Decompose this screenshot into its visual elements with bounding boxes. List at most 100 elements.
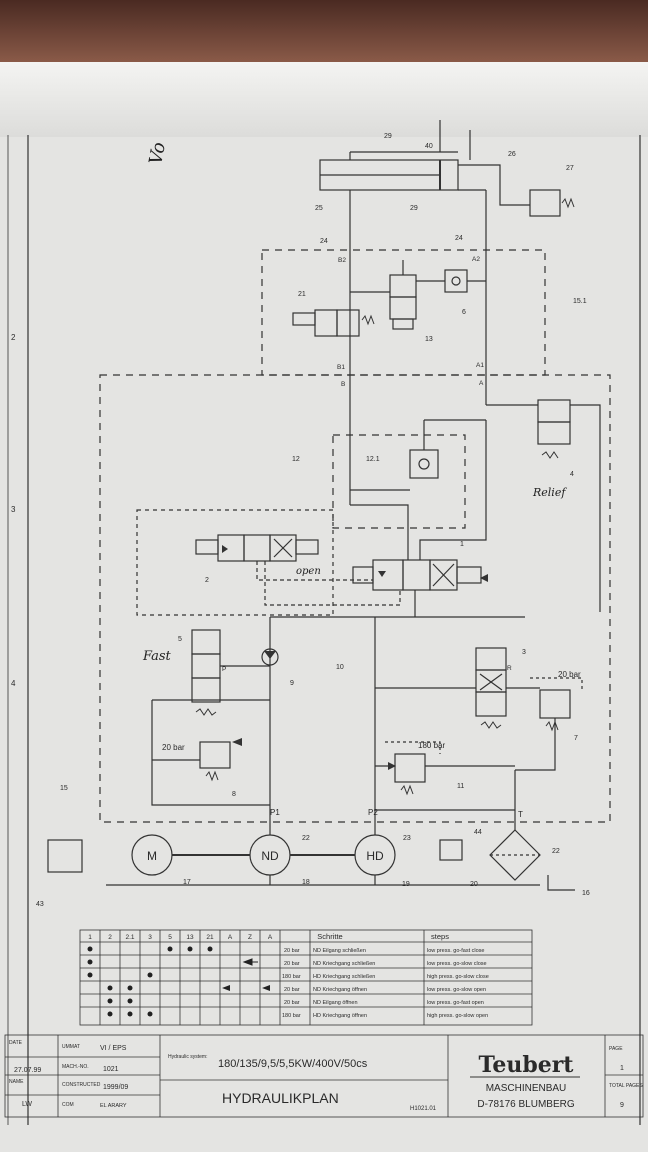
port-p: P [222,666,226,673]
paper-sheet [0,62,648,1152]
title-block-frame [4,1034,644,1118]
table-mark [87,959,93,965]
table-arrow [222,985,230,991]
relief-valve-4-top [537,399,571,423]
table-row-pressure: 20 bar [284,948,300,954]
label-17: 17 [183,879,191,886]
label-6: 6 [462,309,466,316]
label-9: 9 [290,680,294,687]
table-col-a2: A [268,934,273,941]
pump-nd-label: ND [261,849,279,863]
component-43 [47,839,83,873]
valve-21-solenoid [292,312,316,326]
tb-total: 9 [620,1102,624,1109]
line-relief-8-loop [151,700,270,806]
table-row-pressure: 20 bar [284,961,300,967]
company-logo: Teubert [479,1052,575,1078]
tb-constructed-label: CONSTRUCTED [62,1082,101,1088]
spring-valve-3 [480,721,502,729]
table-mark [107,998,113,1004]
label-15-1: 15.1 [573,298,587,305]
valve-2-left [217,534,245,562]
table-mark [107,985,113,991]
valve-2-solenoid-left [195,539,219,555]
table-row-schritt: ND Kriechgang öffnen [313,987,367,993]
handwritten-fast: Fast [142,649,172,664]
table-mark [87,946,93,952]
table-row-step: low press. go-slow close [427,961,487,967]
pressure-switch-27 [529,189,561,217]
spring-valve-5 [195,708,217,716]
table-header-steps: steps [431,932,449,941]
tb-date-label: DATE [9,1040,23,1046]
table-col-z: Z [248,934,252,941]
label-22b: 22 [552,848,560,855]
spring-valve-21 [361,314,375,326]
table-row-schritt: HD Kriechgang schließen [313,974,375,980]
port-a: A [479,380,484,387]
label-4: 4 [570,471,574,478]
check-valve-12-1-ball [418,458,430,470]
relief-7-pilot [530,677,583,690]
table-mark [187,946,193,952]
label-15: 15 [60,785,68,792]
table-row-schritt: HD Kriechgang öffnen [313,1013,367,1019]
handwritten-relief: Relief [532,486,567,499]
port-p1: P1 [270,808,280,817]
port-t: T [518,810,523,819]
label-12: 12 [292,456,300,463]
table-mark [167,946,173,952]
table-row-step: low press. go-fast open [427,1000,484,1006]
tb-system: 180/135/9,5/5,5KW/400V/50cs [218,1058,368,1070]
valve-5-mid [191,653,221,679]
relief-11-arrow [388,762,396,770]
arrow-valve-2 [222,545,228,553]
valve-1-solenoid-right [456,566,482,584]
dashed-block-12 [332,434,466,529]
table-row-step: high press. go-slow open [427,1013,488,1019]
tb-umm-label: UMMAT [62,1044,80,1050]
tb-name: LW [22,1101,32,1108]
table-row-step: low press. go-slow open [427,987,486,993]
check-valve-12-1 [409,449,439,479]
tb-com-label: COM [62,1102,74,1108]
relief-valve-4-bottom [537,421,571,445]
relief-11 [394,753,426,783]
label-43: 43 [36,901,44,908]
steps-table-frame [79,929,533,1026]
label-13: 13 [425,336,433,343]
pressure-20-bar-8: 20 bar [162,743,185,752]
label-24b: 24 [455,235,463,242]
valve-1-mid [402,559,431,591]
motor-label: M [147,849,157,863]
company-sub2: D-78176 BLUMBERG [477,1099,574,1110]
handwritten-top: Vo [145,140,170,166]
check-valve-6-ball [451,276,461,286]
tb-page-label: PAGE [609,1046,623,1052]
spring-relief-8 [205,770,219,782]
spring-relief-11 [400,784,414,796]
tb-mach-label: MACH.-NO. [62,1064,89,1070]
port-b1: B1 [337,364,345,371]
label-18: 18 [302,879,310,886]
dashed-block-2 [136,509,334,616]
port-p2: P2 [368,808,378,817]
label-19: 19 [402,881,410,888]
table-row-step: low press. go-fast close [427,948,484,954]
table-col-5: 5 [168,934,172,941]
valve-2-solenoid-right [295,539,319,555]
label-23: 23 [403,835,411,842]
table-mark [87,972,93,978]
table-row-schritt: ND Kriechgang schließen [313,961,375,967]
tank-16 [547,875,575,891]
frame-marker-3: 3 [11,505,16,514]
port-a1: A1 [476,362,484,369]
desk-background [0,0,648,62]
valve-13-solenoid [392,318,414,330]
label-29: 29 [384,133,392,140]
table-row-schritt: ND Eilgang schließen [313,948,366,954]
tb-mach: 1021 [103,1066,119,1073]
table-mark [127,998,133,1004]
tb-name-label: NAME [9,1079,24,1085]
